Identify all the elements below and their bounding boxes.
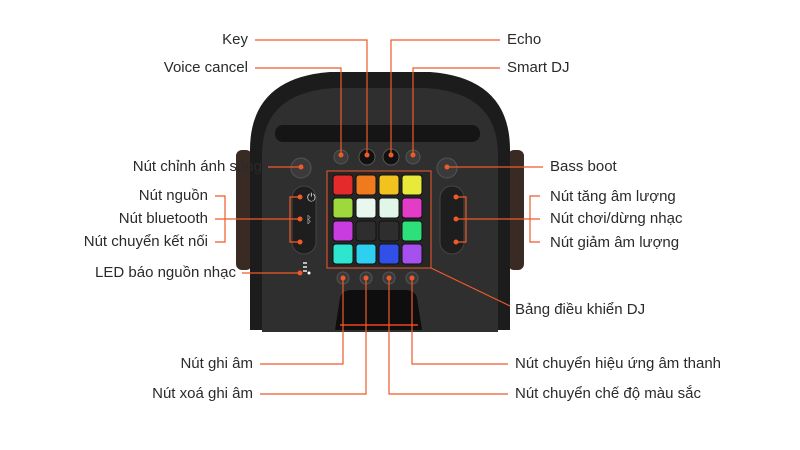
power-icon: ⏻ bbox=[307, 191, 316, 204]
dj-pad bbox=[378, 197, 400, 219]
label-vol-up: Nút tăng âm lượng bbox=[550, 188, 676, 205]
dj-pad bbox=[332, 243, 354, 265]
bluetooth-icon: ᛒ bbox=[306, 215, 312, 226]
dj-pad bbox=[401, 174, 423, 196]
dj-pad bbox=[355, 243, 377, 265]
label-dj-panel: Bảng điều khiển DJ bbox=[515, 301, 646, 318]
dj-pad bbox=[355, 220, 377, 242]
label-record: Nút ghi âm bbox=[180, 355, 253, 372]
callout-dots bbox=[297, 152, 459, 281]
label-bass: Bass boot bbox=[550, 158, 617, 175]
controls: ⏻ ᛒ bbox=[290, 148, 465, 285]
label-delete-record: Nút xoá ghi âm bbox=[152, 385, 253, 402]
label-color-mode: Nút chuyển chế độ màu sắc bbox=[515, 385, 701, 402]
dj-pad bbox=[355, 174, 377, 196]
dj-pad bbox=[378, 220, 400, 242]
led-indicators bbox=[303, 262, 311, 275]
handle-slot bbox=[275, 125, 480, 142]
dj-pad bbox=[332, 174, 354, 196]
dj-pad bbox=[332, 197, 354, 219]
dj-pad bbox=[355, 197, 377, 219]
right-button-panel bbox=[439, 185, 465, 255]
label-echo: Echo bbox=[507, 31, 542, 48]
dj-pad bbox=[378, 243, 400, 265]
label-source: Nút chuyển kết nối bbox=[83, 233, 208, 250]
dj-pad bbox=[332, 220, 354, 242]
dj-pad bbox=[401, 220, 423, 242]
callout-lines bbox=[215, 39, 543, 395]
label-bluetooth: Nút bluetooth bbox=[118, 210, 208, 227]
label-smart-dj: Smart DJ bbox=[507, 59, 570, 76]
label-power: Nút nguồn bbox=[138, 187, 208, 204]
label-key: Key bbox=[222, 31, 248, 48]
label-fx: Nút chuyển hiệu ứng âm thanh bbox=[515, 355, 722, 372]
label-voice-cancel: Voice cancel bbox=[163, 59, 248, 76]
dj-pad bbox=[378, 174, 400, 196]
label-play: Nút chơi/dừng nhạc bbox=[550, 210, 683, 227]
label-vol-down: Nút giảm âm lượng bbox=[550, 234, 680, 251]
label-led: LED báo nguồn nhạc bbox=[95, 264, 236, 281]
dj-pad bbox=[401, 243, 423, 265]
left-button-panel bbox=[291, 185, 317, 255]
dj-pad bbox=[401, 197, 423, 219]
label-light: Nút chỉnh ánh sáng bbox=[132, 158, 262, 175]
bottom-handle bbox=[335, 290, 422, 330]
